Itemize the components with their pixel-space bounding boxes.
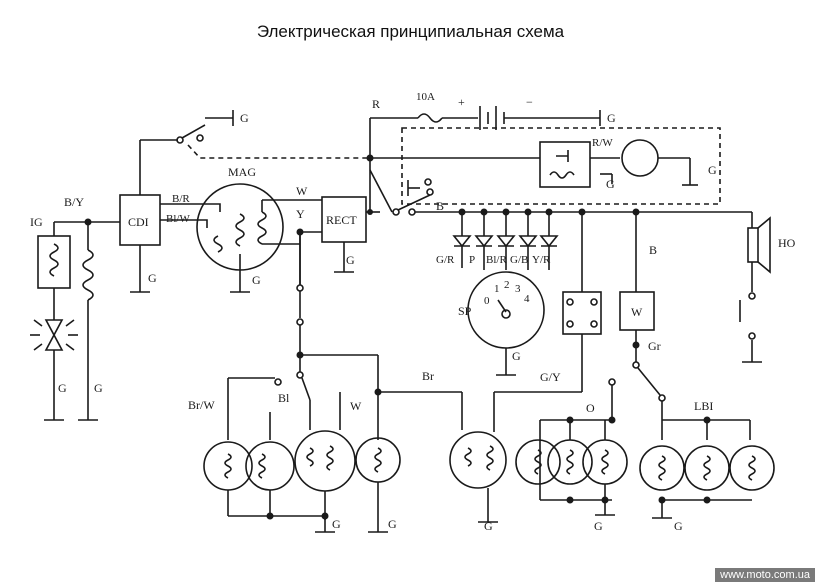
switch-block [493,212,602,432]
label-g: G [607,111,616,125]
label-gy: G/Y [540,370,561,384]
label-g: G [606,177,615,191]
lamp [355,437,401,533]
spark-plug-icon [30,308,78,421]
label-b-main: B [436,199,444,213]
label-r: R [372,97,380,111]
label-g: G [708,163,717,177]
magneto [160,183,322,293]
label-gr-diode: G/R [436,254,455,266]
label-gr: Gr [648,339,661,353]
label-rw: R/W [592,137,613,149]
label-yr: Y/R [532,254,551,266]
indicator-diodes [452,212,559,270]
label-bl-r: Bl/R [486,254,507,266]
ignition-coil [37,222,71,308]
label-sp2: 2 [504,279,510,291]
label-g: G [594,519,603,533]
label-gb: G/B [510,254,528,266]
starter-motor-icon [621,139,659,177]
label-b-right: B [649,243,657,257]
label-br-wire: Br [422,369,434,383]
label-g: G [58,381,67,395]
label-g: G [484,519,493,533]
label-y: Y [296,207,305,221]
label-w-box: W [631,305,643,319]
label-g: G [240,111,249,125]
label-g: G [388,517,397,531]
label-br: B/R [172,193,190,205]
lamp [203,441,253,516]
label-mag: MAG [228,165,256,179]
label-ho: HO [778,236,796,250]
tail-lamp [449,431,507,523]
horn-icon [739,212,771,363]
label-ig: IG [30,215,43,229]
gear-indicator [467,271,545,376]
label-bl: Bl [278,391,290,405]
label-sp: SP [458,304,472,318]
light-switch [227,232,463,440]
label-br-w: Br/W [188,398,215,412]
label-g: G [252,273,261,287]
label-sp4: 4 [524,293,530,305]
label-rect: RECT [326,213,357,227]
label-o: O [586,401,595,415]
label-g: G [94,381,103,395]
label-sp0: 0 [484,295,490,307]
flasher-unit [608,212,666,420]
label-blw: Bl/W [166,213,190,225]
ground-coil [78,222,98,421]
label-g: G [148,271,157,285]
headlight-lamp [294,430,356,520]
label-fuse: 10A [416,91,435,103]
label-p: P [469,254,475,266]
label-w-top: W [296,184,308,198]
diagram-title: Электрическая принципиальная схема [256,22,565,41]
label-g: G [332,517,341,531]
label-g: G [512,349,521,363]
junction-dot [367,209,373,215]
starter-circuit [370,127,721,205]
label-w-lamp: W [350,399,362,413]
label-minus: − [526,95,533,109]
label-lbi: LBI [694,399,713,413]
lamp [245,441,295,516]
watermark: www.moto.com.ua [715,568,815,582]
label-sp1: 1 [494,283,500,295]
label-by: B/Y [64,195,84,209]
main-switch [369,169,434,216]
label-g: G [346,253,355,267]
junction-dot [84,218,92,226]
label-sp3: 3 [515,283,521,295]
label-plus: + [458,95,465,109]
kill-switch [176,110,370,159]
label-g: G [674,519,683,533]
label-cdi: CDI [128,215,149,229]
battery-circuit [369,106,601,210]
